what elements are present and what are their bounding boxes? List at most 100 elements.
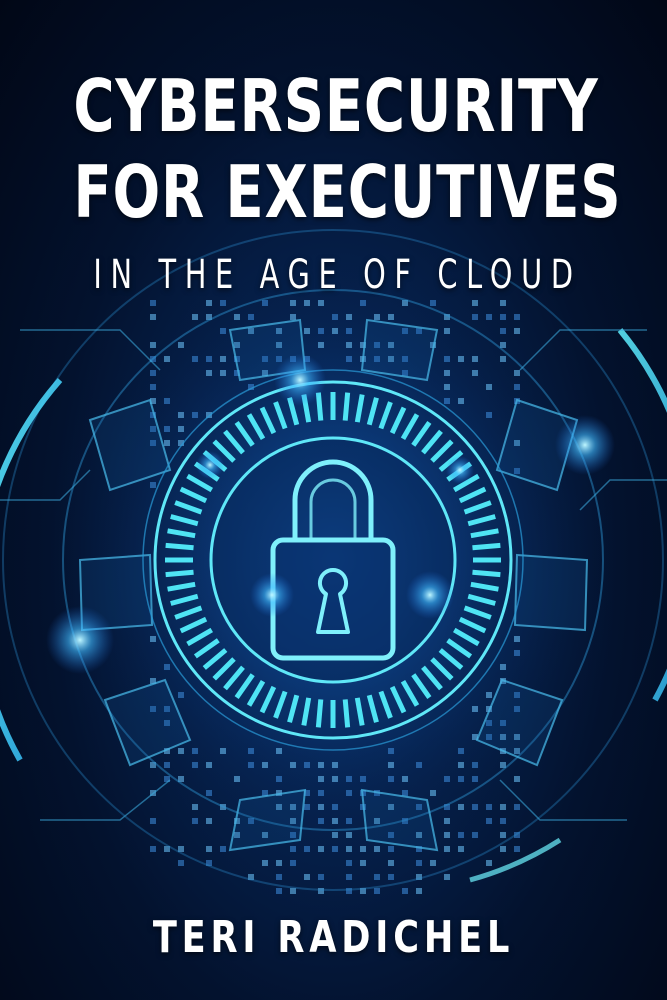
tick-mark bbox=[430, 657, 454, 681]
tick-mark bbox=[430, 439, 454, 463]
grid-dot bbox=[178, 342, 184, 348]
tick-mark bbox=[366, 397, 379, 426]
grid-dot bbox=[388, 846, 394, 852]
grid-dot bbox=[374, 846, 380, 852]
grid-dot bbox=[500, 356, 506, 362]
grid-dot bbox=[290, 846, 296, 852]
grid-dot bbox=[318, 342, 324, 348]
grid-dot bbox=[416, 804, 422, 810]
grid-dot bbox=[318, 804, 324, 810]
grid-dot bbox=[486, 692, 492, 698]
grid-dot bbox=[458, 748, 464, 754]
grid-dot bbox=[486, 804, 492, 810]
grid-dot bbox=[304, 762, 310, 768]
grid-dot bbox=[248, 874, 254, 880]
tick-mark bbox=[452, 627, 480, 647]
grid-dot bbox=[346, 860, 352, 866]
grid-dot bbox=[150, 706, 156, 712]
grid-dot bbox=[500, 664, 506, 670]
grid-dot bbox=[514, 440, 520, 446]
grid-dot bbox=[458, 356, 464, 362]
grid-dot bbox=[164, 748, 170, 754]
grid-dot bbox=[192, 412, 198, 418]
grid-dot bbox=[472, 832, 478, 838]
outer-arcs bbox=[0, 229, 667, 891]
grid-dot bbox=[388, 342, 394, 348]
grid-dot bbox=[388, 804, 394, 810]
tick-mark bbox=[389, 406, 407, 435]
tick-mark bbox=[174, 500, 203, 515]
grid-dot bbox=[332, 314, 338, 320]
grid-dot bbox=[346, 818, 352, 824]
outer-arc-right bbox=[617, 328, 667, 702]
grid-dot bbox=[486, 860, 492, 866]
grid-dot bbox=[206, 412, 212, 418]
grid-dot bbox=[444, 328, 450, 334]
tick-mark bbox=[186, 473, 214, 493]
grid-dot bbox=[262, 832, 268, 838]
tick-mark bbox=[354, 394, 365, 423]
grid-dot bbox=[444, 776, 450, 782]
grid-dot bbox=[416, 860, 422, 866]
grid-dot bbox=[276, 328, 282, 334]
grid-dot bbox=[150, 356, 156, 362]
grid-dot bbox=[486, 720, 492, 726]
grid-dot bbox=[318, 888, 324, 894]
grid-dot bbox=[472, 314, 478, 320]
grid-dot bbox=[346, 832, 352, 838]
grid-dot bbox=[458, 398, 464, 404]
grid-dot bbox=[500, 720, 506, 726]
grid-dot bbox=[290, 818, 296, 824]
grid-dot bbox=[304, 790, 310, 796]
tick-mark bbox=[167, 581, 196, 592]
grid-dot bbox=[416, 762, 422, 768]
grid-dot bbox=[514, 706, 520, 712]
grid-dot bbox=[416, 832, 422, 838]
grid-dot bbox=[402, 370, 408, 376]
grid-dot bbox=[402, 888, 408, 894]
grid-dot bbox=[262, 356, 268, 362]
grid-dot bbox=[374, 356, 380, 362]
outer-arc-left bbox=[0, 378, 63, 762]
tick-mark bbox=[458, 616, 487, 634]
grid-dot bbox=[388, 314, 394, 320]
tick-mark bbox=[259, 406, 277, 435]
tick-mark bbox=[179, 616, 208, 634]
grid-dot bbox=[472, 804, 478, 810]
grid-dot bbox=[318, 776, 324, 782]
grid-dot bbox=[150, 678, 156, 684]
grid-dot bbox=[486, 384, 492, 390]
grid-dot bbox=[150, 314, 156, 320]
grid-dot bbox=[276, 804, 282, 810]
tick-mark bbox=[273, 401, 288, 430]
grid-dot bbox=[276, 888, 282, 894]
grid-dot bbox=[500, 328, 506, 334]
grid-dot bbox=[514, 370, 520, 376]
grid-dot bbox=[150, 300, 156, 306]
grid-dot bbox=[360, 846, 366, 852]
grid-dot bbox=[206, 818, 212, 824]
tick-mark bbox=[202, 648, 228, 670]
grid-dot bbox=[164, 426, 170, 432]
grid-dot bbox=[486, 412, 492, 418]
grid-dot bbox=[164, 762, 170, 768]
grid-dot bbox=[192, 314, 198, 320]
grid-dot bbox=[234, 370, 240, 376]
grid-dot bbox=[444, 370, 450, 376]
grid-dot bbox=[346, 342, 352, 348]
grid-dot bbox=[444, 874, 450, 880]
grid-dot bbox=[458, 832, 464, 838]
tick-mark bbox=[223, 429, 245, 455]
grid-dot bbox=[248, 384, 254, 390]
grid-dot bbox=[402, 300, 408, 306]
tick-mark bbox=[193, 638, 220, 659]
grid-dot bbox=[262, 860, 268, 866]
grid-dot bbox=[472, 356, 478, 362]
tick-mark bbox=[342, 699, 351, 728]
grid-dot bbox=[290, 888, 296, 894]
grid-dot bbox=[416, 328, 422, 334]
grid-dot bbox=[150, 440, 156, 446]
grid-dot bbox=[332, 776, 338, 782]
